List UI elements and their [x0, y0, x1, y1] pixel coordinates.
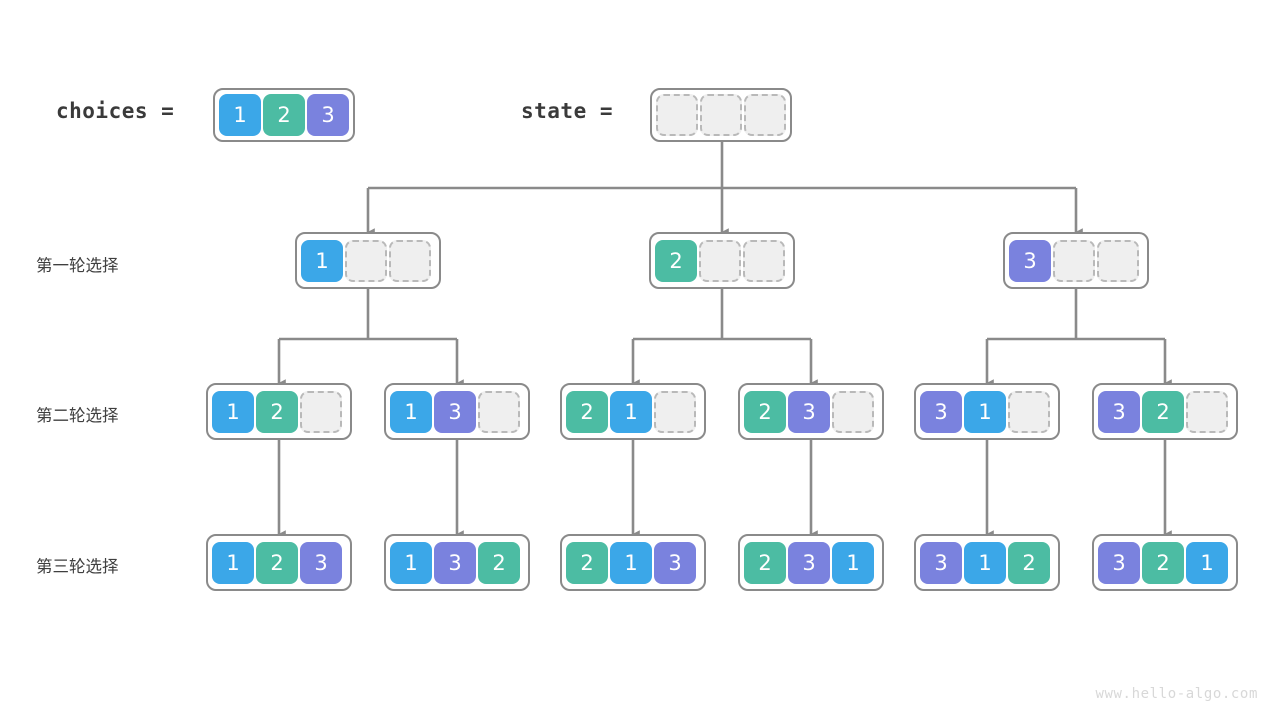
node-first-round-1-cell-0: 2 — [655, 239, 697, 282]
node-second-round-5-cell-1: 2 — [1142, 390, 1184, 433]
node-first-round-1-cell-1 — [699, 239, 741, 282]
node-first-round-2-cell-0: 3 — [1009, 239, 1051, 282]
node-first-round-1-cell-2 — [743, 239, 785, 282]
choices-cell-1: 2 — [263, 94, 305, 136]
node-second-round-4-cell-1: 1 — [964, 390, 1006, 433]
choices-cell-2: 3 — [307, 94, 349, 136]
node-third-round-0-cell-0: 1 — [212, 541, 254, 584]
node-third-round-5-cell-0: 3 — [1098, 541, 1140, 584]
node-first-round-2-cell-2 — [1097, 239, 1139, 282]
node-second-round-1-cell-2 — [478, 390, 520, 433]
node-second-round-1-cell-1: 3 — [434, 390, 476, 433]
row-label-third-round: 第三轮选择 — [36, 557, 119, 576]
node-third-round-4-cell-2: 2 — [1008, 541, 1050, 584]
state-cell-1 — [700, 94, 742, 136]
state-array — [650, 88, 792, 142]
node-second-round-2-cell-0: 2 — [566, 390, 608, 433]
node-second-round-2-cell-2 — [654, 390, 696, 433]
node-second-round-4-cell-2 — [1008, 390, 1050, 433]
row-label-first-round: 第一轮选择 — [36, 256, 119, 275]
node-third-round-2-cell-2: 3 — [654, 541, 696, 584]
node-first-round-0-cell-2 — [389, 239, 431, 282]
node-third-round-1-cell-1: 3 — [434, 541, 476, 584]
node-second-round-3-cell-1: 3 — [788, 390, 830, 433]
node-second-round-0-cell-0: 1 — [212, 390, 254, 433]
node-third-round-2-cell-0: 2 — [566, 541, 608, 584]
node-second-round-5-cell-2 — [1186, 390, 1228, 433]
node-second-round-3-cell-2 — [832, 390, 874, 433]
node-second-round-1-cell-0: 1 — [390, 390, 432, 433]
node-second-round-5-cell-0: 3 — [1098, 390, 1140, 433]
node-third-round-4-cell-0: 3 — [920, 541, 962, 584]
row-label-second-round: 第二轮选择 — [36, 406, 119, 425]
node-third-round-4-cell-1: 1 — [964, 541, 1006, 584]
node-first-round-2: 3 — [1003, 232, 1149, 289]
node-third-round-0-cell-2: 3 — [300, 541, 342, 584]
node-third-round-3-cell-0: 2 — [744, 541, 786, 584]
node-third-round-1-cell-2: 2 — [478, 541, 520, 584]
node-second-round-2-cell-1: 1 — [610, 390, 652, 433]
node-second-round-0-cell-2 — [300, 390, 342, 433]
node-second-round-0-cell-1: 2 — [256, 390, 298, 433]
state-label: state = — [521, 99, 614, 123]
node-third-round-3-cell-2: 1 — [832, 541, 874, 584]
node-third-round-0-cell-1: 2 — [256, 541, 298, 584]
node-second-round-3-cell-0: 2 — [744, 390, 786, 433]
node-first-round-0-cell-0: 1 — [301, 239, 343, 282]
choices-cell-0: 1 — [219, 94, 261, 136]
node-third-round-2-cell-1: 1 — [610, 541, 652, 584]
node-first-round-2-cell-1 — [1053, 239, 1095, 282]
node-third-round-5-cell-2: 1 — [1186, 541, 1228, 584]
node-third-round-3-cell-1: 3 — [788, 541, 830, 584]
node-first-round-1: 2 — [649, 232, 795, 289]
node-third-round-1-cell-0: 1 — [390, 541, 432, 584]
watermark: www.hello-algo.com — [1095, 686, 1258, 702]
node-first-round-0-cell-1 — [345, 239, 387, 282]
node-first-round-0: 1 — [295, 232, 441, 289]
state-cell-2 — [744, 94, 786, 136]
node-second-round-4-cell-0: 3 — [920, 390, 962, 433]
state-cell-0 — [656, 94, 698, 136]
node-third-round-5-cell-1: 2 — [1142, 541, 1184, 584]
choices-label: choices = — [56, 99, 175, 123]
